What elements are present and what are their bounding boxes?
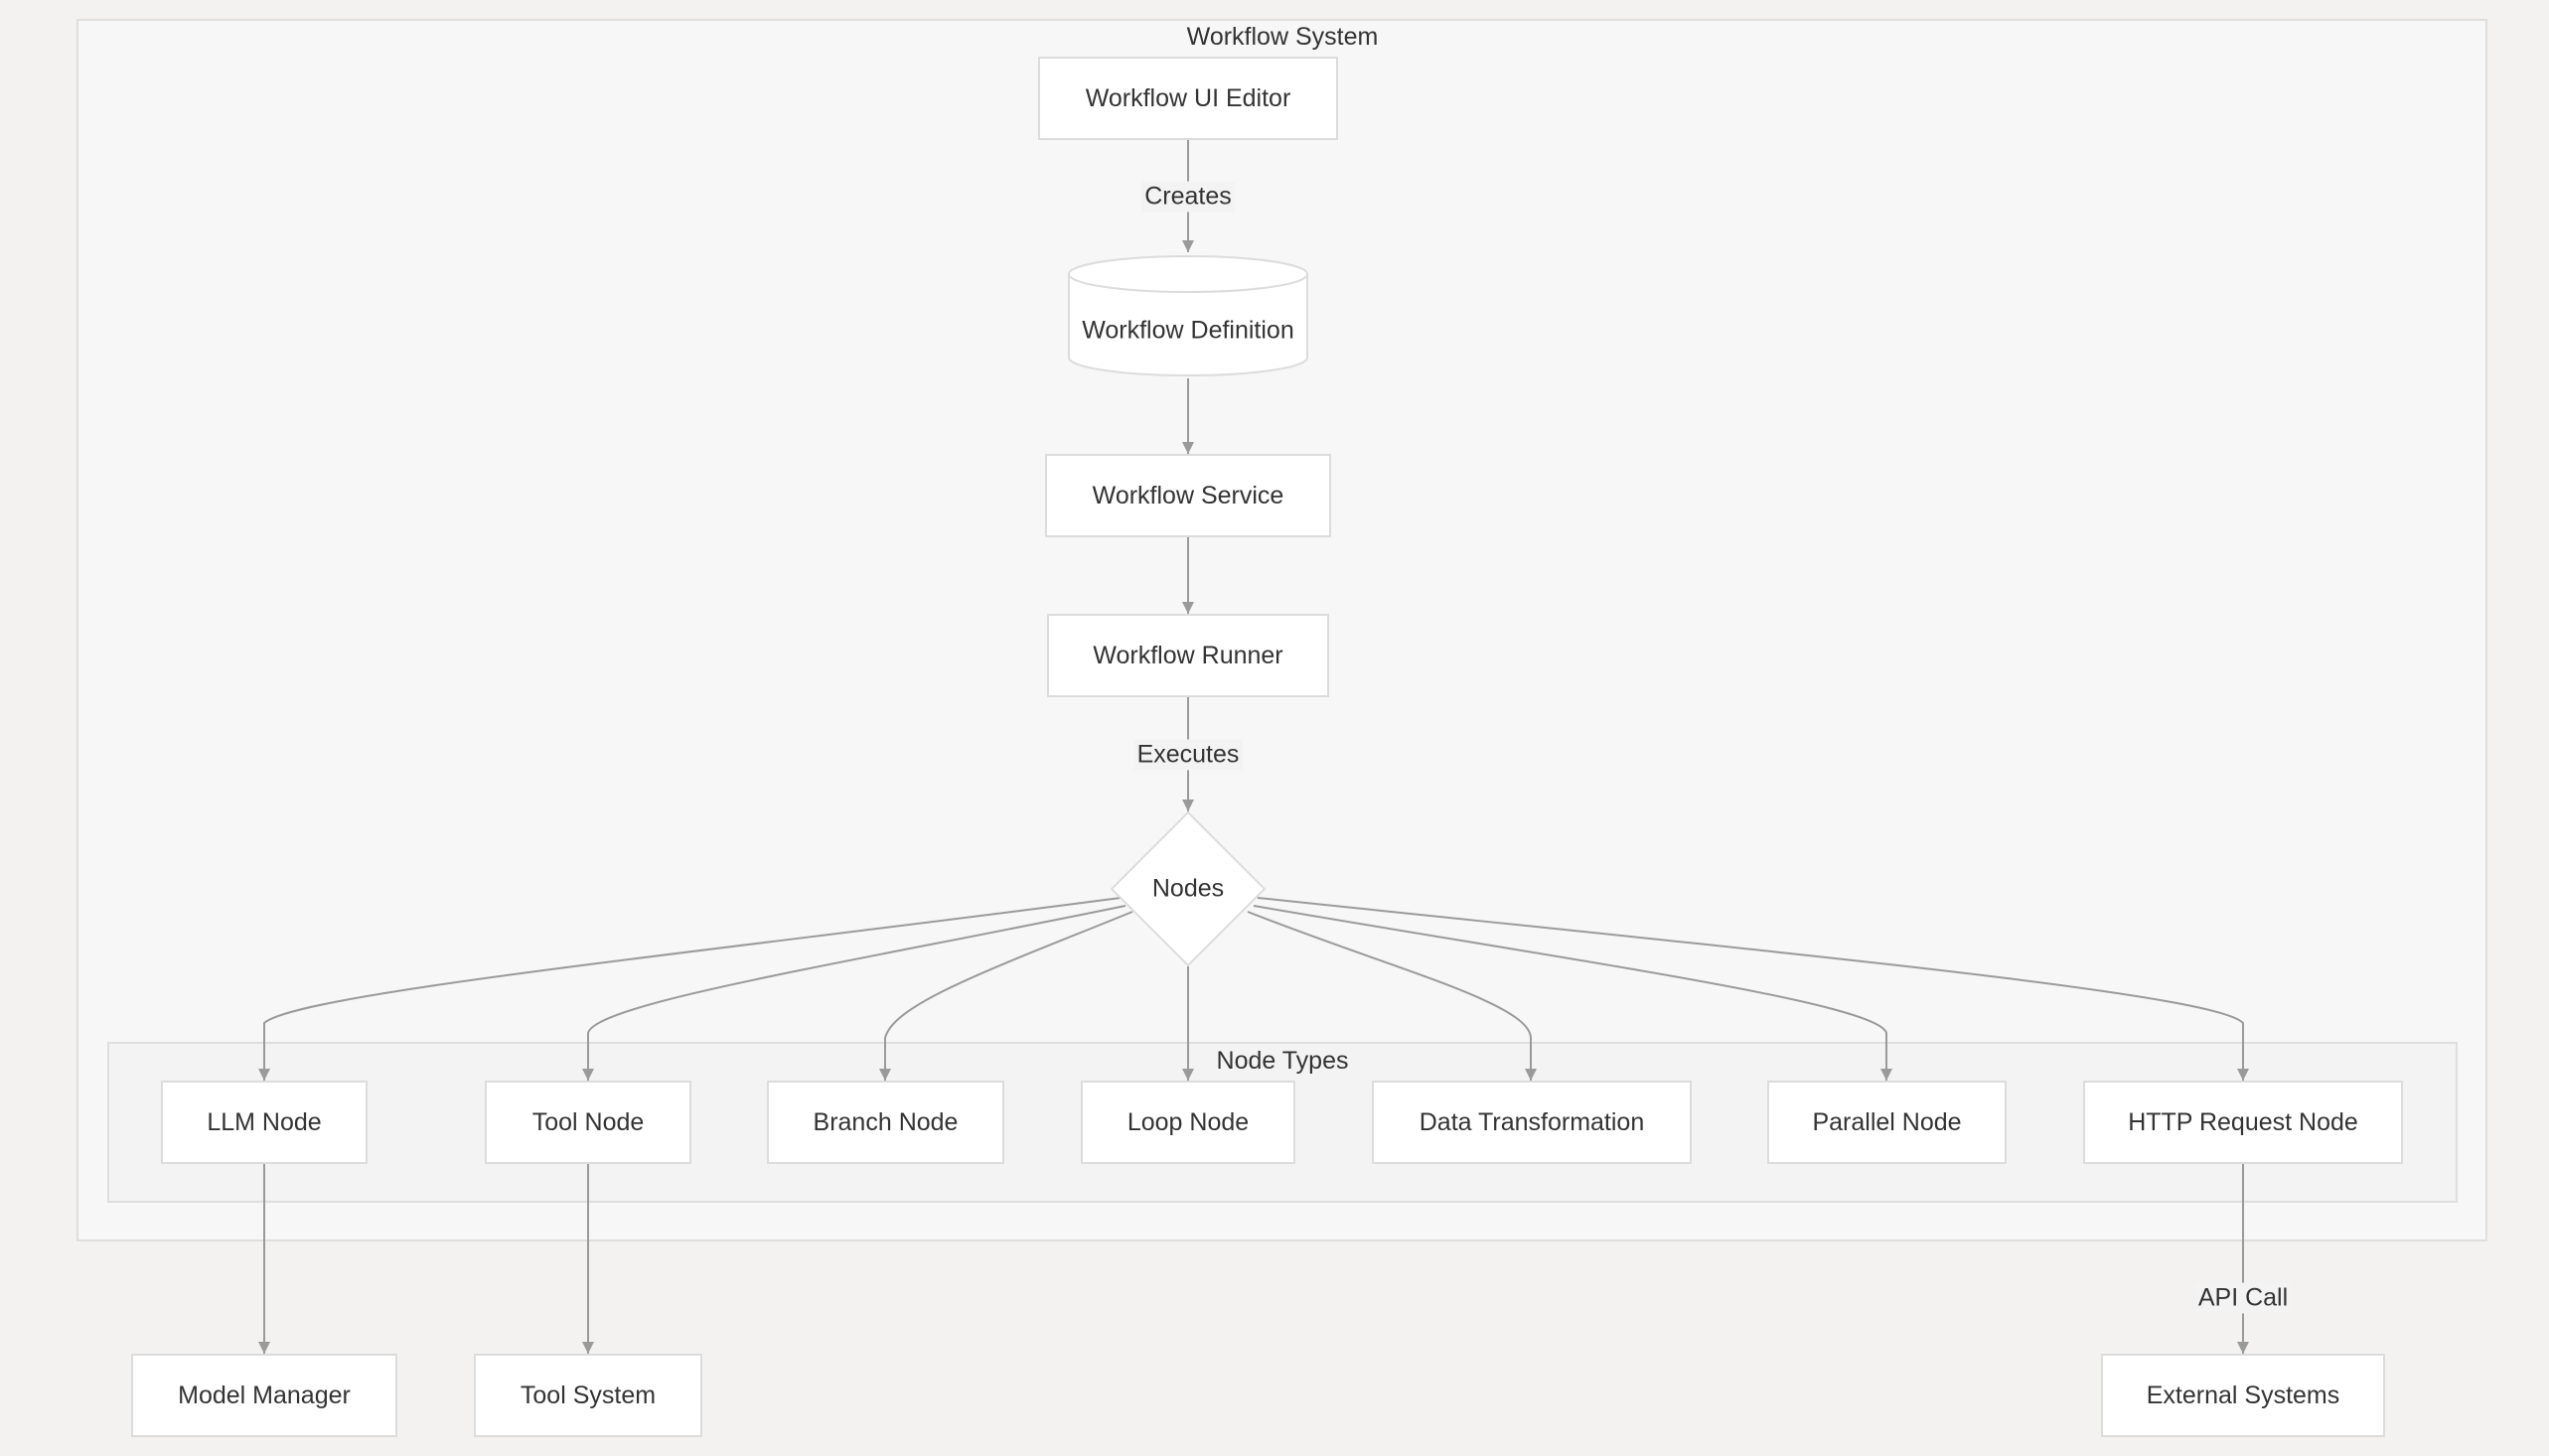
node-nodes-label[interactable]: Nodes xyxy=(1151,874,1225,903)
node-http-request-node[interactable]: HTTP Request Node xyxy=(2083,1081,2403,1164)
edge-nodes-to-branch xyxy=(879,911,1133,1081)
node-branch-node[interactable]: Branch Node xyxy=(767,1081,1004,1164)
node-workflow-runner[interactable]: Workflow Runner xyxy=(1047,614,1329,697)
edge-nodes-to-tool xyxy=(582,905,1126,1081)
node-workflow-ui-editor[interactable]: Workflow UI Editor xyxy=(1038,57,1338,140)
edge-label-creates: Creates xyxy=(1141,181,1235,213)
node-llm-node[interactable]: LLM Node xyxy=(161,1081,368,1164)
node-workflow-definition-label[interactable]: Workflow Definition xyxy=(1082,316,1294,345)
node-model-manager[interactable]: Model Manager xyxy=(131,1354,397,1437)
edge-nodes-to-data-transformation xyxy=(1247,911,1537,1081)
edge-label-api-call: API Call xyxy=(2194,1282,2292,1314)
edge-nodes-to-llm xyxy=(258,897,1122,1081)
edge-label-executes: Executes xyxy=(1133,739,1243,771)
node-external-systems[interactable]: External Systems xyxy=(2101,1354,2385,1437)
cluster-title-workflow-system: Workflow System xyxy=(1186,23,1379,51)
cluster-title-node-types: Node Types xyxy=(1216,1047,1349,1075)
node-workflow-definition-shape xyxy=(1067,255,1308,376)
node-tool-system[interactable]: Tool System xyxy=(474,1354,702,1437)
node-data-transformation[interactable]: Data Transformation xyxy=(1372,1081,1692,1164)
node-loop-node[interactable]: Loop Node xyxy=(1081,1081,1295,1164)
edge-nodes-to-http xyxy=(1257,897,2249,1081)
node-tool-node[interactable]: Tool Node xyxy=(485,1081,691,1164)
node-workflow-service[interactable]: Workflow Service xyxy=(1045,454,1331,537)
node-nodes-shape xyxy=(1110,810,1267,967)
node-parallel-node[interactable]: Parallel Node xyxy=(1767,1081,2007,1164)
edge-nodes-to-parallel xyxy=(1253,905,1892,1081)
